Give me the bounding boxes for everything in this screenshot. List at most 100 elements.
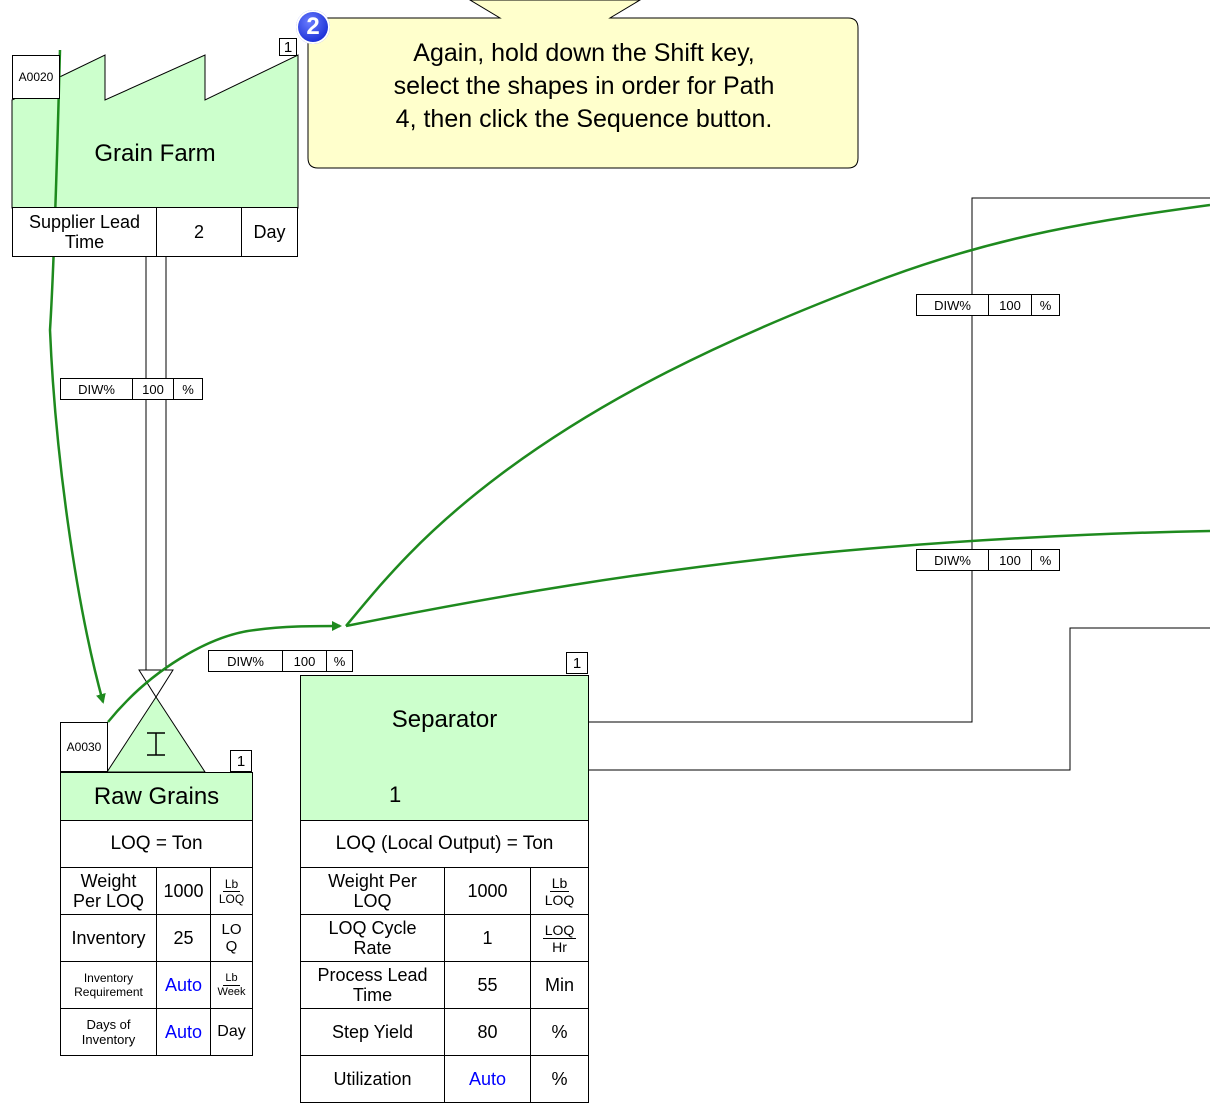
raw-grains-row-days-of-inventory: Days of Inventory Auto Day bbox=[60, 1008, 253, 1056]
raw-grains-id: A0030 bbox=[60, 722, 108, 772]
separator-operators: 1 bbox=[389, 782, 402, 807]
row-label-line2: Per LOQ bbox=[72, 891, 145, 911]
row-unit: LO Q bbox=[210, 914, 253, 962]
grain-farm-id: A0020 bbox=[12, 55, 60, 99]
row-label: Utilization bbox=[300, 1055, 445, 1103]
raw-grains-count: 1 bbox=[230, 750, 252, 772]
callout-line-1: Again, hold down the Shift key, bbox=[413, 39, 755, 67]
separator-process-box[interactable]: Separator 1 bbox=[300, 675, 589, 821]
path-separator-lower bbox=[345, 529, 1210, 628]
row-label: Weight Per LOQ bbox=[300, 867, 445, 915]
separator-outgoing-connectors bbox=[588, 197, 1210, 771]
separator-count: 1 bbox=[566, 652, 588, 674]
path-farm-to-rawgrains bbox=[48, 49, 106, 704]
diw-value: 100 bbox=[988, 549, 1032, 571]
row-value[interactable]: 80 bbox=[444, 1008, 531, 1056]
diw-value: 100 bbox=[988, 294, 1032, 316]
row-label-line2: Requirement bbox=[74, 985, 143, 999]
diw-value: 100 bbox=[132, 378, 174, 400]
row-label: Step Yield bbox=[300, 1008, 445, 1056]
raw-grains-loq: LOQ = Ton bbox=[60, 820, 253, 868]
unit-denominator: LOQ bbox=[544, 891, 575, 908]
row-label-line2: Rate bbox=[353, 938, 392, 958]
lead-time-label-line2: Time bbox=[64, 232, 105, 252]
separator-row-step-yield: Step Yield 80 % bbox=[300, 1008, 589, 1056]
row-label-line1: Process Lead bbox=[317, 965, 428, 985]
lead-time-label-line1: Supplier Lead bbox=[28, 212, 141, 232]
unit-numerator: Lb bbox=[549, 874, 570, 892]
row-value[interactable]: 55 bbox=[444, 961, 531, 1009]
path-rawgrains-to-separator bbox=[107, 621, 342, 723]
callout-line-3: 4, then click the Sequence button. bbox=[395, 105, 773, 133]
callout-text: Again, hold down the Shift key, select t… bbox=[312, 37, 856, 136]
grain-farm-lead-time-row: Supplier Lead Time 2 Day bbox=[12, 207, 298, 257]
row-label-line2: Inventory bbox=[81, 1032, 136, 1047]
unit-numerator: LOQ bbox=[542, 921, 577, 939]
diw-value: 100 bbox=[282, 650, 327, 672]
row-value[interactable]: Auto bbox=[156, 961, 211, 1009]
row-label-line1: LOQ Cycle bbox=[328, 918, 417, 938]
row-value[interactable]: Auto bbox=[156, 1008, 211, 1056]
separator-title: Separator bbox=[391, 706, 498, 733]
row-label-line1: Weight Per bbox=[328, 871, 417, 891]
path-lines bbox=[48, 49, 1210, 723]
unit-numerator: Lb bbox=[222, 876, 241, 892]
farm-to-rawgrains-connector bbox=[145, 257, 167, 670]
diw-label: DIW% bbox=[60, 378, 133, 400]
row-value[interactable]: 1000 bbox=[444, 867, 531, 915]
inventory-i-icon bbox=[147, 732, 165, 756]
row-value[interactable]: 1 bbox=[444, 914, 531, 962]
row-value[interactable]: 1000 bbox=[156, 867, 211, 915]
callout-line-2: select the shapes in order for Path bbox=[393, 72, 775, 100]
row-label-line1: Inventory bbox=[83, 971, 134, 985]
separator-loq: LOQ (Local Output) = Ton bbox=[300, 820, 589, 868]
row-label: Process Lead Time bbox=[300, 961, 445, 1009]
row-label: Inventory Requirement bbox=[60, 961, 157, 1009]
row-value[interactable]: 25 bbox=[156, 914, 211, 962]
unit-denominator: LOQ bbox=[218, 891, 245, 906]
path-separator-upper bbox=[345, 203, 1210, 627]
row-label: LOQ Cycle Rate bbox=[300, 914, 445, 962]
diw-unit: % bbox=[1031, 549, 1060, 571]
raw-grains-title[interactable]: Raw Grains bbox=[60, 772, 253, 821]
grain-farm-title[interactable]: Grain Farm bbox=[94, 140, 216, 167]
unit-line2: Q bbox=[225, 938, 238, 955]
unit-denominator: Hr bbox=[552, 938, 567, 955]
row-label-line1: Days of bbox=[86, 1017, 131, 1032]
separator-row-lead-time: Process Lead Time 55 Min bbox=[300, 961, 589, 1009]
row-label: Days of Inventory bbox=[60, 1008, 157, 1056]
lead-time-value[interactable]: 2 bbox=[156, 207, 242, 257]
lead-time-unit: Day bbox=[241, 207, 298, 257]
row-label-line2: Time bbox=[352, 985, 393, 1005]
step-number-badge: 2 bbox=[296, 10, 330, 44]
diw-unit: % bbox=[1031, 294, 1060, 316]
unit-line1: LO bbox=[221, 921, 242, 938]
row-unit: Day bbox=[210, 1008, 253, 1056]
row-label-line2: LOQ bbox=[353, 891, 392, 911]
diw-label-lower-link[interactable]: DIW% 100 % bbox=[916, 549, 1060, 571]
unit-denominator: Week bbox=[217, 985, 246, 998]
unit-numerator: Lb bbox=[223, 971, 240, 986]
row-label-line1: Weight bbox=[80, 871, 137, 891]
diw-label-farm-link[interactable]: DIW% 100 % bbox=[60, 378, 203, 400]
row-unit: Min bbox=[530, 961, 589, 1009]
row-label: Inventory bbox=[60, 914, 157, 962]
grain-farm-count: 1 bbox=[279, 38, 297, 56]
separator-row-utilization: Utilization Auto % bbox=[300, 1055, 589, 1103]
row-value[interactable]: Auto bbox=[444, 1055, 531, 1103]
diw-label-rawgrains-link[interactable]: DIW% 100 % bbox=[208, 650, 353, 672]
row-label: Weight Per LOQ bbox=[60, 867, 157, 915]
row-unit: % bbox=[530, 1008, 589, 1056]
lead-time-label: Supplier Lead Time bbox=[12, 207, 157, 257]
diw-label: DIW% bbox=[916, 549, 989, 571]
diw-label-upper-link[interactable]: DIW% 100 % bbox=[916, 294, 1060, 316]
